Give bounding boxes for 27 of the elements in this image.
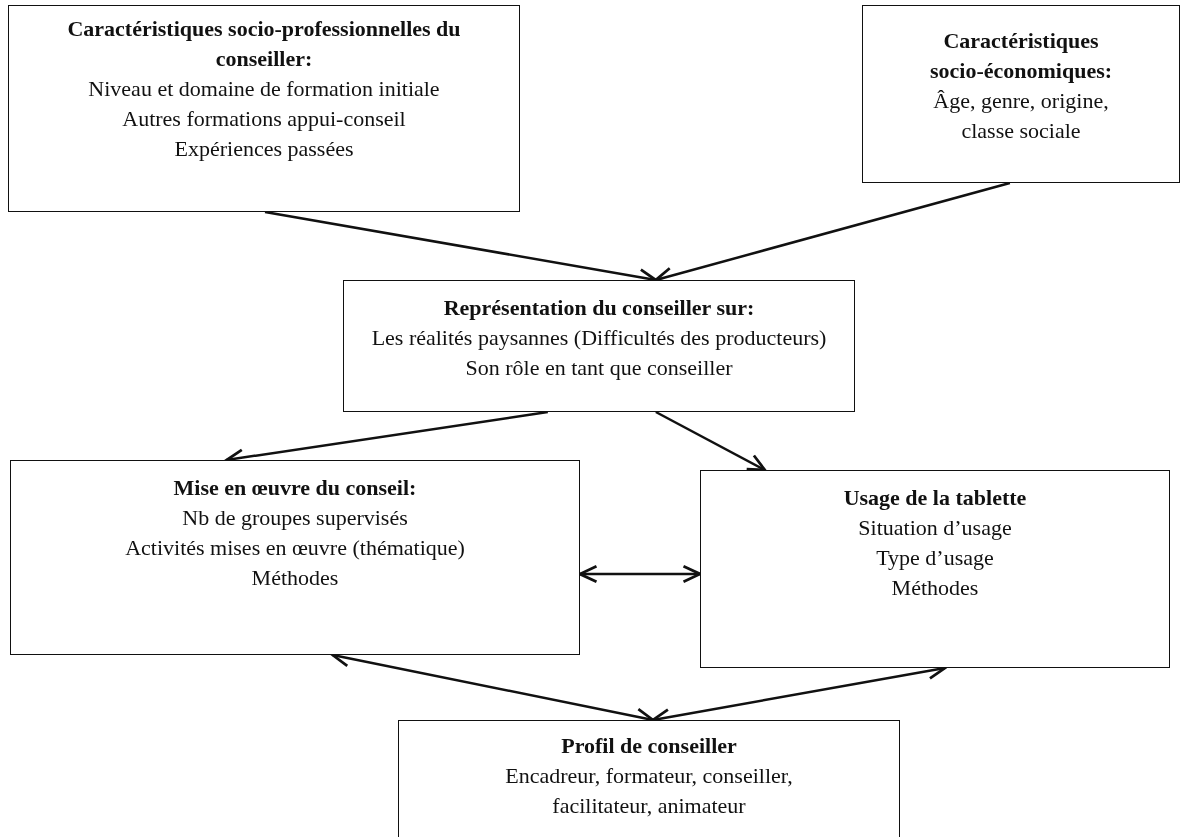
- box-text: Niveau et domaine de formation initiale: [88, 75, 440, 103]
- box-text: Activités mises en œuvre (thématique): [125, 534, 465, 562]
- box-text: Autres formations appui-conseil: [122, 105, 406, 133]
- box-text: Type d’usage: [876, 544, 994, 572]
- box-text: Méthodes: [251, 564, 339, 592]
- text-box: [700, 470, 1170, 668]
- box-heading: Caractéristiques socio-économiques:: [928, 27, 1114, 85]
- box-heading: Profil de conseiller: [561, 732, 737, 760]
- text-box: [8, 5, 520, 212]
- arrow: [578, 564, 702, 584]
- box-text: Situation d’usage: [858, 514, 1012, 542]
- box-text: Les réalités paysannes (Difficultés des producteurs): [371, 324, 827, 352]
- box-text: Expériences passées: [174, 135, 354, 163]
- text-box: [343, 280, 855, 412]
- text-box: [10, 460, 580, 655]
- arrow: [655, 410, 767, 472]
- box-heading: Mise en œuvre du conseil:: [173, 474, 417, 502]
- box-text: Âge, genre, origine, classe sociale: [932, 87, 1110, 145]
- box-text: Encadreur, formateur, conseiller, facilitateur, animateur: [504, 762, 794, 820]
- box-text: Nb de groupes supervisés: [182, 504, 408, 532]
- box-heading: Représentation du conseiller sur:: [443, 294, 755, 322]
- text-box: [862, 5, 1180, 183]
- box-heading: Usage de la tablette: [843, 484, 1027, 512]
- box-text: Son rôle en tant que conseiller: [465, 354, 733, 382]
- box-heading: Caractéristiques socio-professionnelles du conseiller:: [66, 15, 462, 73]
- text-box: [398, 720, 900, 837]
- box-text: Méthodes: [891, 574, 979, 602]
